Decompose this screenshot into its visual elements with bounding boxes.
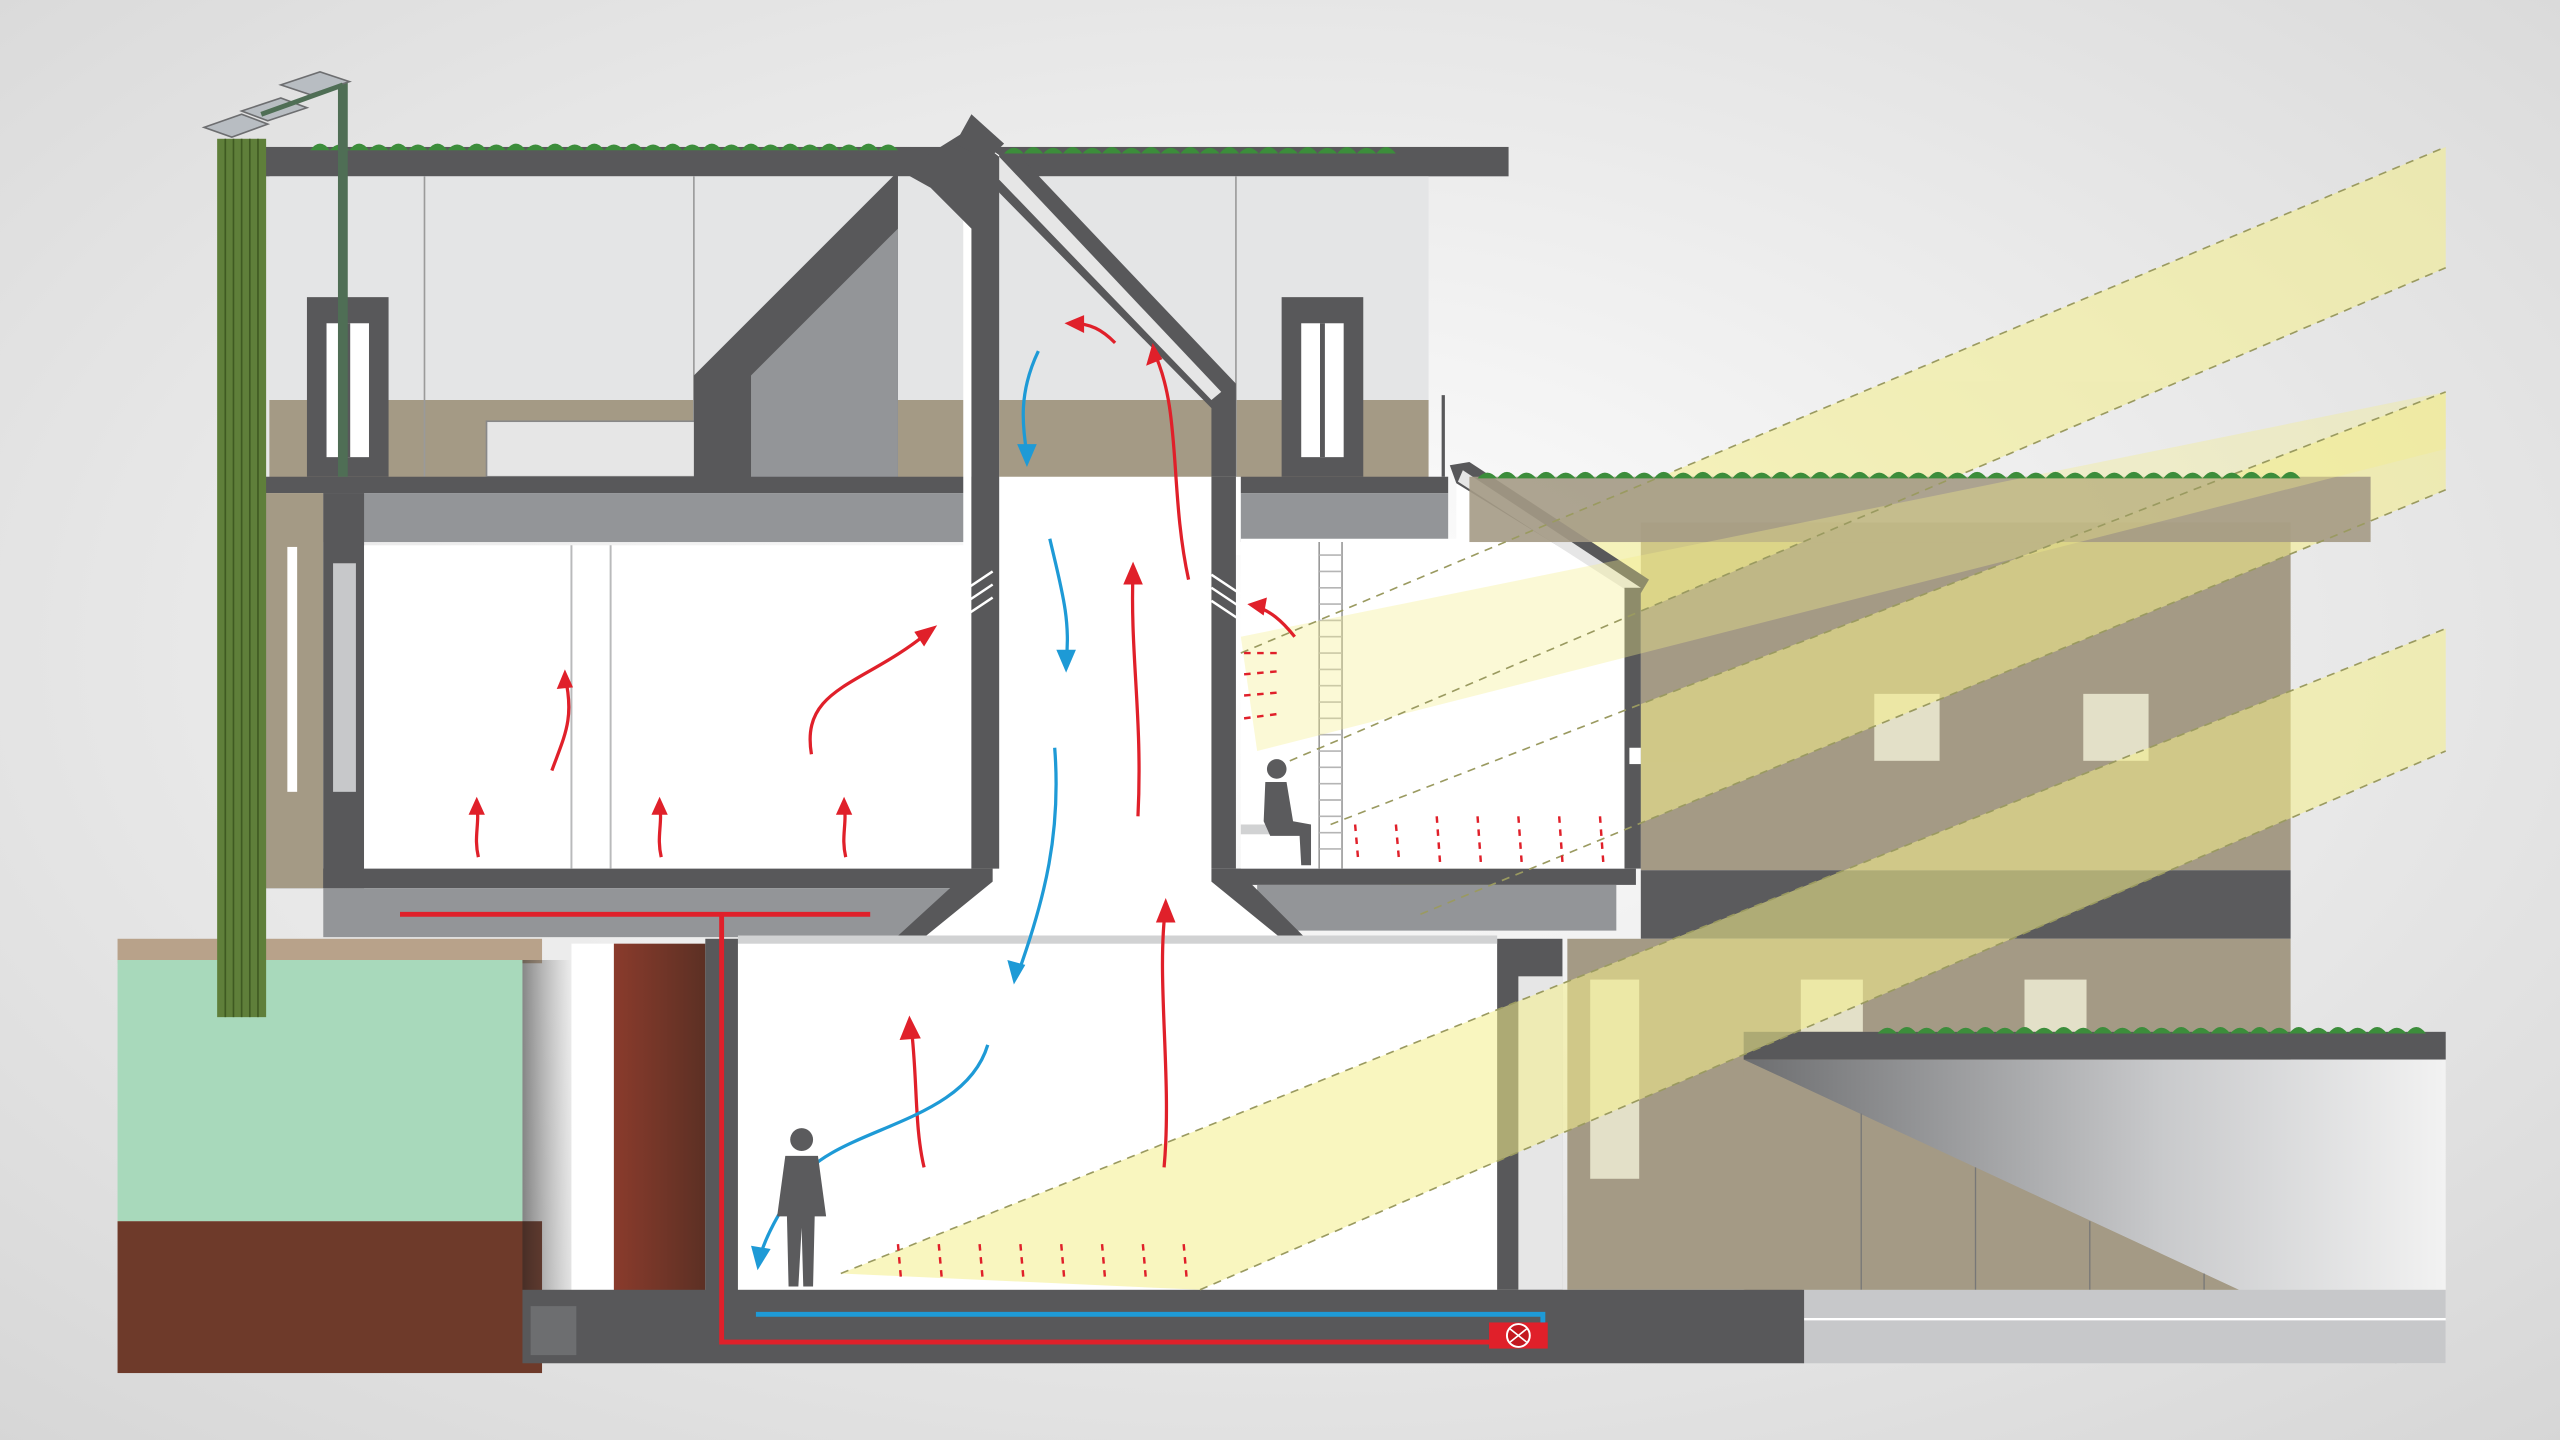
- left-facade: [264, 493, 365, 889]
- green-trellis: [217, 138, 267, 1018]
- sunlight-beams-front: [840, 146, 2447, 1291]
- ground: [117, 938, 706, 1374]
- green-roof-icon: [310, 143, 2427, 1034]
- person-seated-icon: [1263, 759, 1312, 866]
- warm-air-flow: [474, 321, 1296, 1168]
- person-standing-icon: [777, 1128, 827, 1287]
- solar-panel-icon: [201, 70, 352, 477]
- upper-level: [264, 146, 1509, 482]
- solar-gain-marks: [896, 651, 1605, 1282]
- floor-slabs: [264, 476, 1636, 938]
- heat-pump-icon: [1488, 1322, 1548, 1349]
- right-roof-slab: [1469, 476, 2371, 543]
- first-floor-living: [364, 545, 972, 869]
- central-void: [894, 114, 1307, 939]
- warm-air-arrowheads: [468, 315, 1267, 1040]
- garage: [1743, 1031, 2446, 1364]
